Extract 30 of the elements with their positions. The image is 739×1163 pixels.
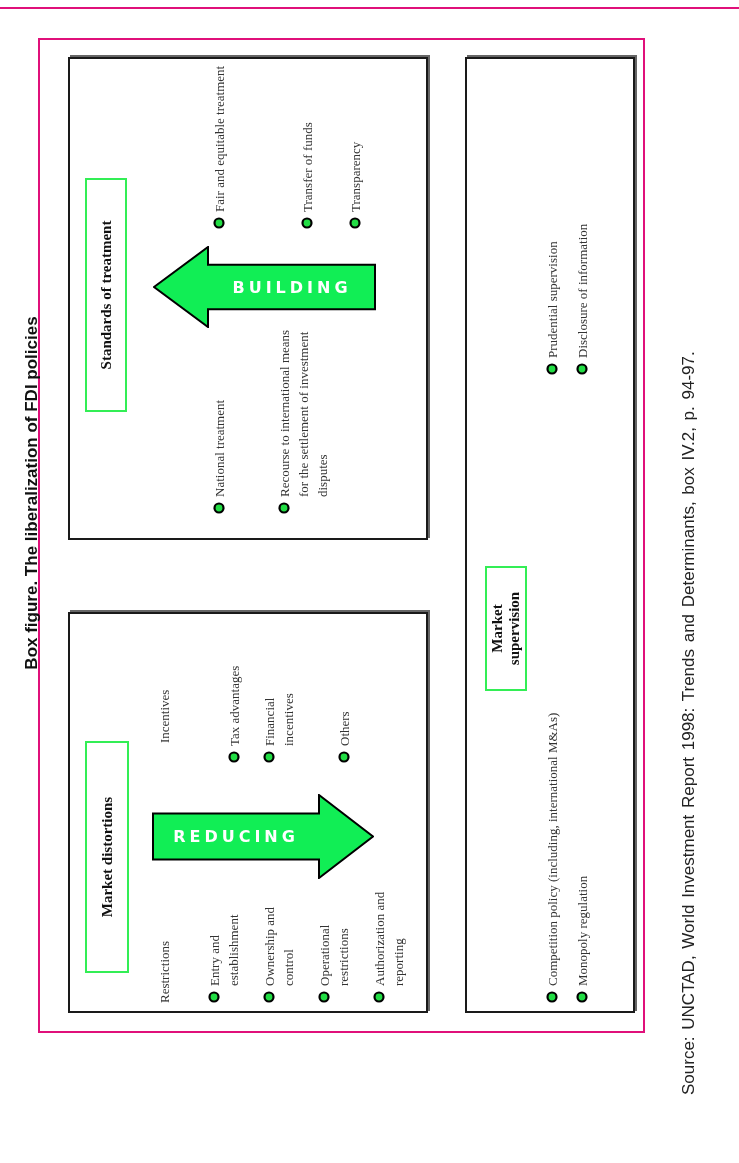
heading-box: Market supervision [485, 566, 527, 691]
list-item-text: Transfer of funds [299, 121, 316, 212]
panel-box [465, 57, 635, 1013]
list-item-text: Operational restrictions [316, 923, 352, 986]
list-item-text: Ownership and control [261, 905, 297, 986]
list-item-text: Transparency [347, 140, 364, 212]
arrow-label: BUILDING [232, 277, 352, 297]
list-item-text: Competition policy (including, international M&As) [544, 711, 561, 986]
source-note: Source: UNCTAD, World Investment Report 1998: Trends and Determinants, box IV.2, p. 94-97. [679, 350, 699, 1095]
heading-box: Market distortions [85, 741, 129, 973]
list-item-text: Disclosure of information [574, 222, 591, 358]
list-item-text: Financial incentives [261, 692, 297, 746]
list-item-text: Fair and equitable treatment [211, 64, 228, 212]
panel-box [68, 612, 428, 1013]
block-arrow [153, 246, 376, 328]
figure-title: Box figure. The liberalization of FDI policies [22, 315, 42, 672]
panel-box [68, 57, 428, 540]
heading-box: Standards of treatment [85, 178, 127, 412]
list-item-text: Monopoly regulation [574, 874, 591, 986]
column-heading: Restrictions [156, 939, 173, 1003]
list-item-text: Tax advantages [226, 664, 243, 746]
column-heading: Incentives [156, 688, 173, 743]
arrow-label: REDUCING [172, 827, 299, 846]
block-arrow [152, 794, 374, 879]
list-item-text: Recourse to international means for the settlement of investment disputes [276, 328, 331, 497]
list-item-text: National treatment [211, 398, 228, 497]
list-item-text: Prudential supervision [544, 240, 561, 358]
list-item-text: Others [336, 710, 353, 746]
list-item-text: Entry and establishment [206, 913, 242, 986]
list-item-text: Authorization and reporting [371, 890, 407, 986]
